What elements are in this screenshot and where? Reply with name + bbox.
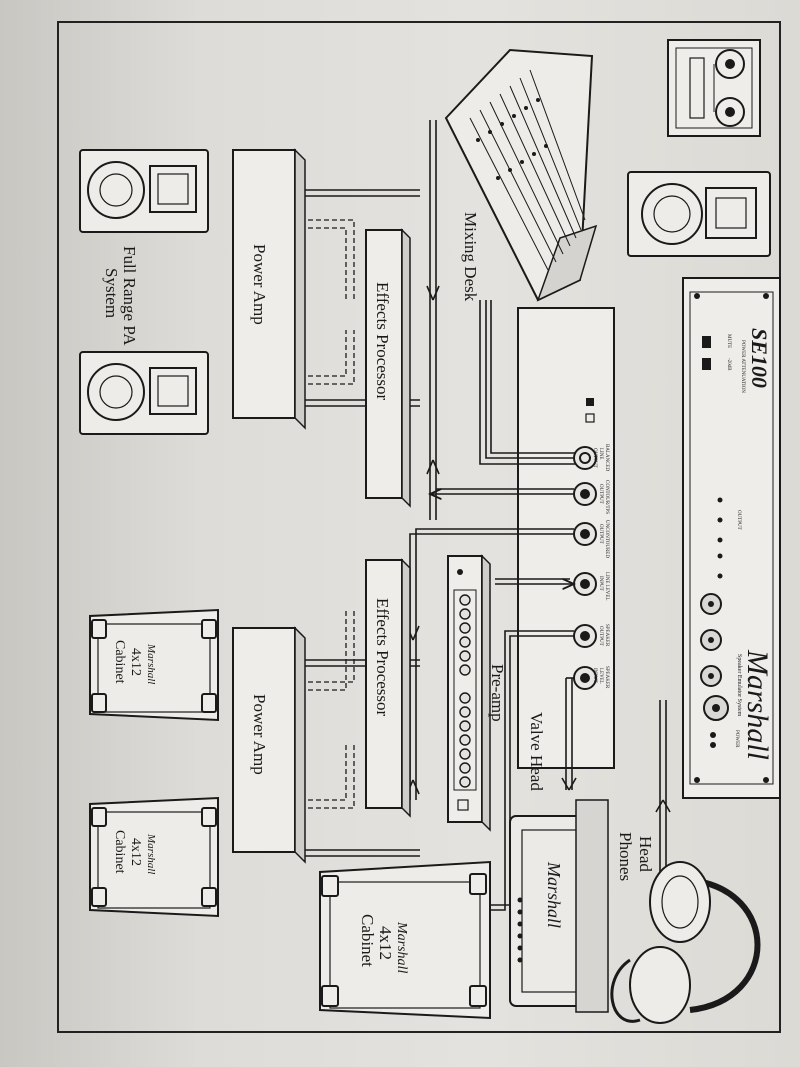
- cabinet-b-logo: Marshall: [145, 833, 157, 874]
- power-amp-top-label: Power Amp: [250, 244, 269, 325]
- jack-label: LINE LEVEL: [604, 572, 609, 600]
- jack-label: SPEAKER: [604, 624, 609, 647]
- valve-head-label: Valve Head: [527, 712, 546, 791]
- headphones: [610, 861, 761, 1024]
- jack-label: BALANCED: [604, 444, 609, 472]
- cabinet-b-size: 4x12: [128, 838, 143, 866]
- mixing-desk-label: Mixing Desk: [461, 212, 480, 302]
- head-phones-label-2: Phones: [616, 832, 635, 881]
- se100-power-attenuation: POWER ATTENUATION: [740, 340, 745, 393]
- jack-label: INPUT: [592, 668, 597, 683]
- head-phones-label-1: Head: [636, 836, 655, 872]
- effects-loop-dashed: [300, 219, 355, 809]
- pre-amp: [447, 554, 491, 832]
- valve-head-marshall-logo: Marshall: [544, 861, 564, 928]
- cabinet-4x12-c: [319, 860, 491, 1020]
- signal-cables: [300, 120, 667, 911]
- se100-unit: [682, 277, 781, 799]
- cabinet-a-label: Cabinet: [112, 640, 127, 684]
- cabinet-b-label: Cabinet: [112, 830, 127, 874]
- cabinet-a-size: 4x12: [128, 648, 143, 676]
- se100-subtitle: Speaker Emulator System: [736, 654, 742, 717]
- pa-speaker-bottom: [79, 351, 209, 435]
- pa-system-label-2: System: [102, 268, 121, 318]
- power-amp-bottom-label: Power Amp: [250, 694, 269, 775]
- jack-label: OUTPUT: [598, 524, 603, 544]
- se100-mute: MUTE: [726, 334, 731, 348]
- pa-speaker-top: [79, 149, 209, 233]
- effects-processor-top-label: Effects Processor: [373, 282, 392, 401]
- jack-label: OUTPUT: [598, 484, 603, 504]
- jack-labels: BALANCED LINE OUTPUT CONTOUR/TPS OUTPUT …: [592, 444, 609, 689]
- cabinet-4x12-a: [89, 608, 219, 722]
- jack-label: SPEAKER: [604, 666, 609, 689]
- cabinet-c-label: Cabinet: [358, 914, 377, 967]
- studio-monitor: [627, 171, 771, 257]
- se100-marshall-script: Marshall: [741, 649, 774, 760]
- jack-label: INPUT: [598, 576, 603, 591]
- effects-processor-bottom-label: Effects Processor: [373, 598, 392, 717]
- mixing-desk: [444, 48, 598, 302]
- jack-label: OUTPUT: [592, 448, 597, 468]
- effects-processor-bottom: [365, 558, 411, 818]
- jack-label: UNCONTOURED: [604, 520, 609, 558]
- jack-label: OUTPUT: [598, 626, 603, 646]
- se100-brand: SE100: [747, 328, 772, 388]
- valve-head: [509, 799, 609, 1013]
- se100-output: OUTPUT: [736, 510, 741, 530]
- power-amp-bottom: [232, 626, 306, 864]
- cabinet-4x12-b: [89, 796, 219, 918]
- cabinet-c-logo: Marshall: [394, 921, 409, 973]
- pre-amp-label: Pre-amp: [488, 664, 507, 722]
- power-amp-top: [232, 148, 306, 430]
- jack-label: LINE: [598, 448, 603, 459]
- tape-deck: [667, 39, 761, 137]
- se100-power: POWER: [734, 730, 739, 748]
- se100-db: -20dB: [726, 358, 731, 371]
- jack-label: LEVEL: [598, 668, 603, 684]
- jack-label: CONTOUR/TPS: [604, 480, 609, 514]
- cabinet-a-logo: Marshall: [145, 643, 157, 684]
- pa-system-label-1: Full Range PA: [120, 246, 139, 346]
- effects-processor-top: [365, 228, 411, 508]
- cabinet-c-size: 4x12: [376, 926, 395, 960]
